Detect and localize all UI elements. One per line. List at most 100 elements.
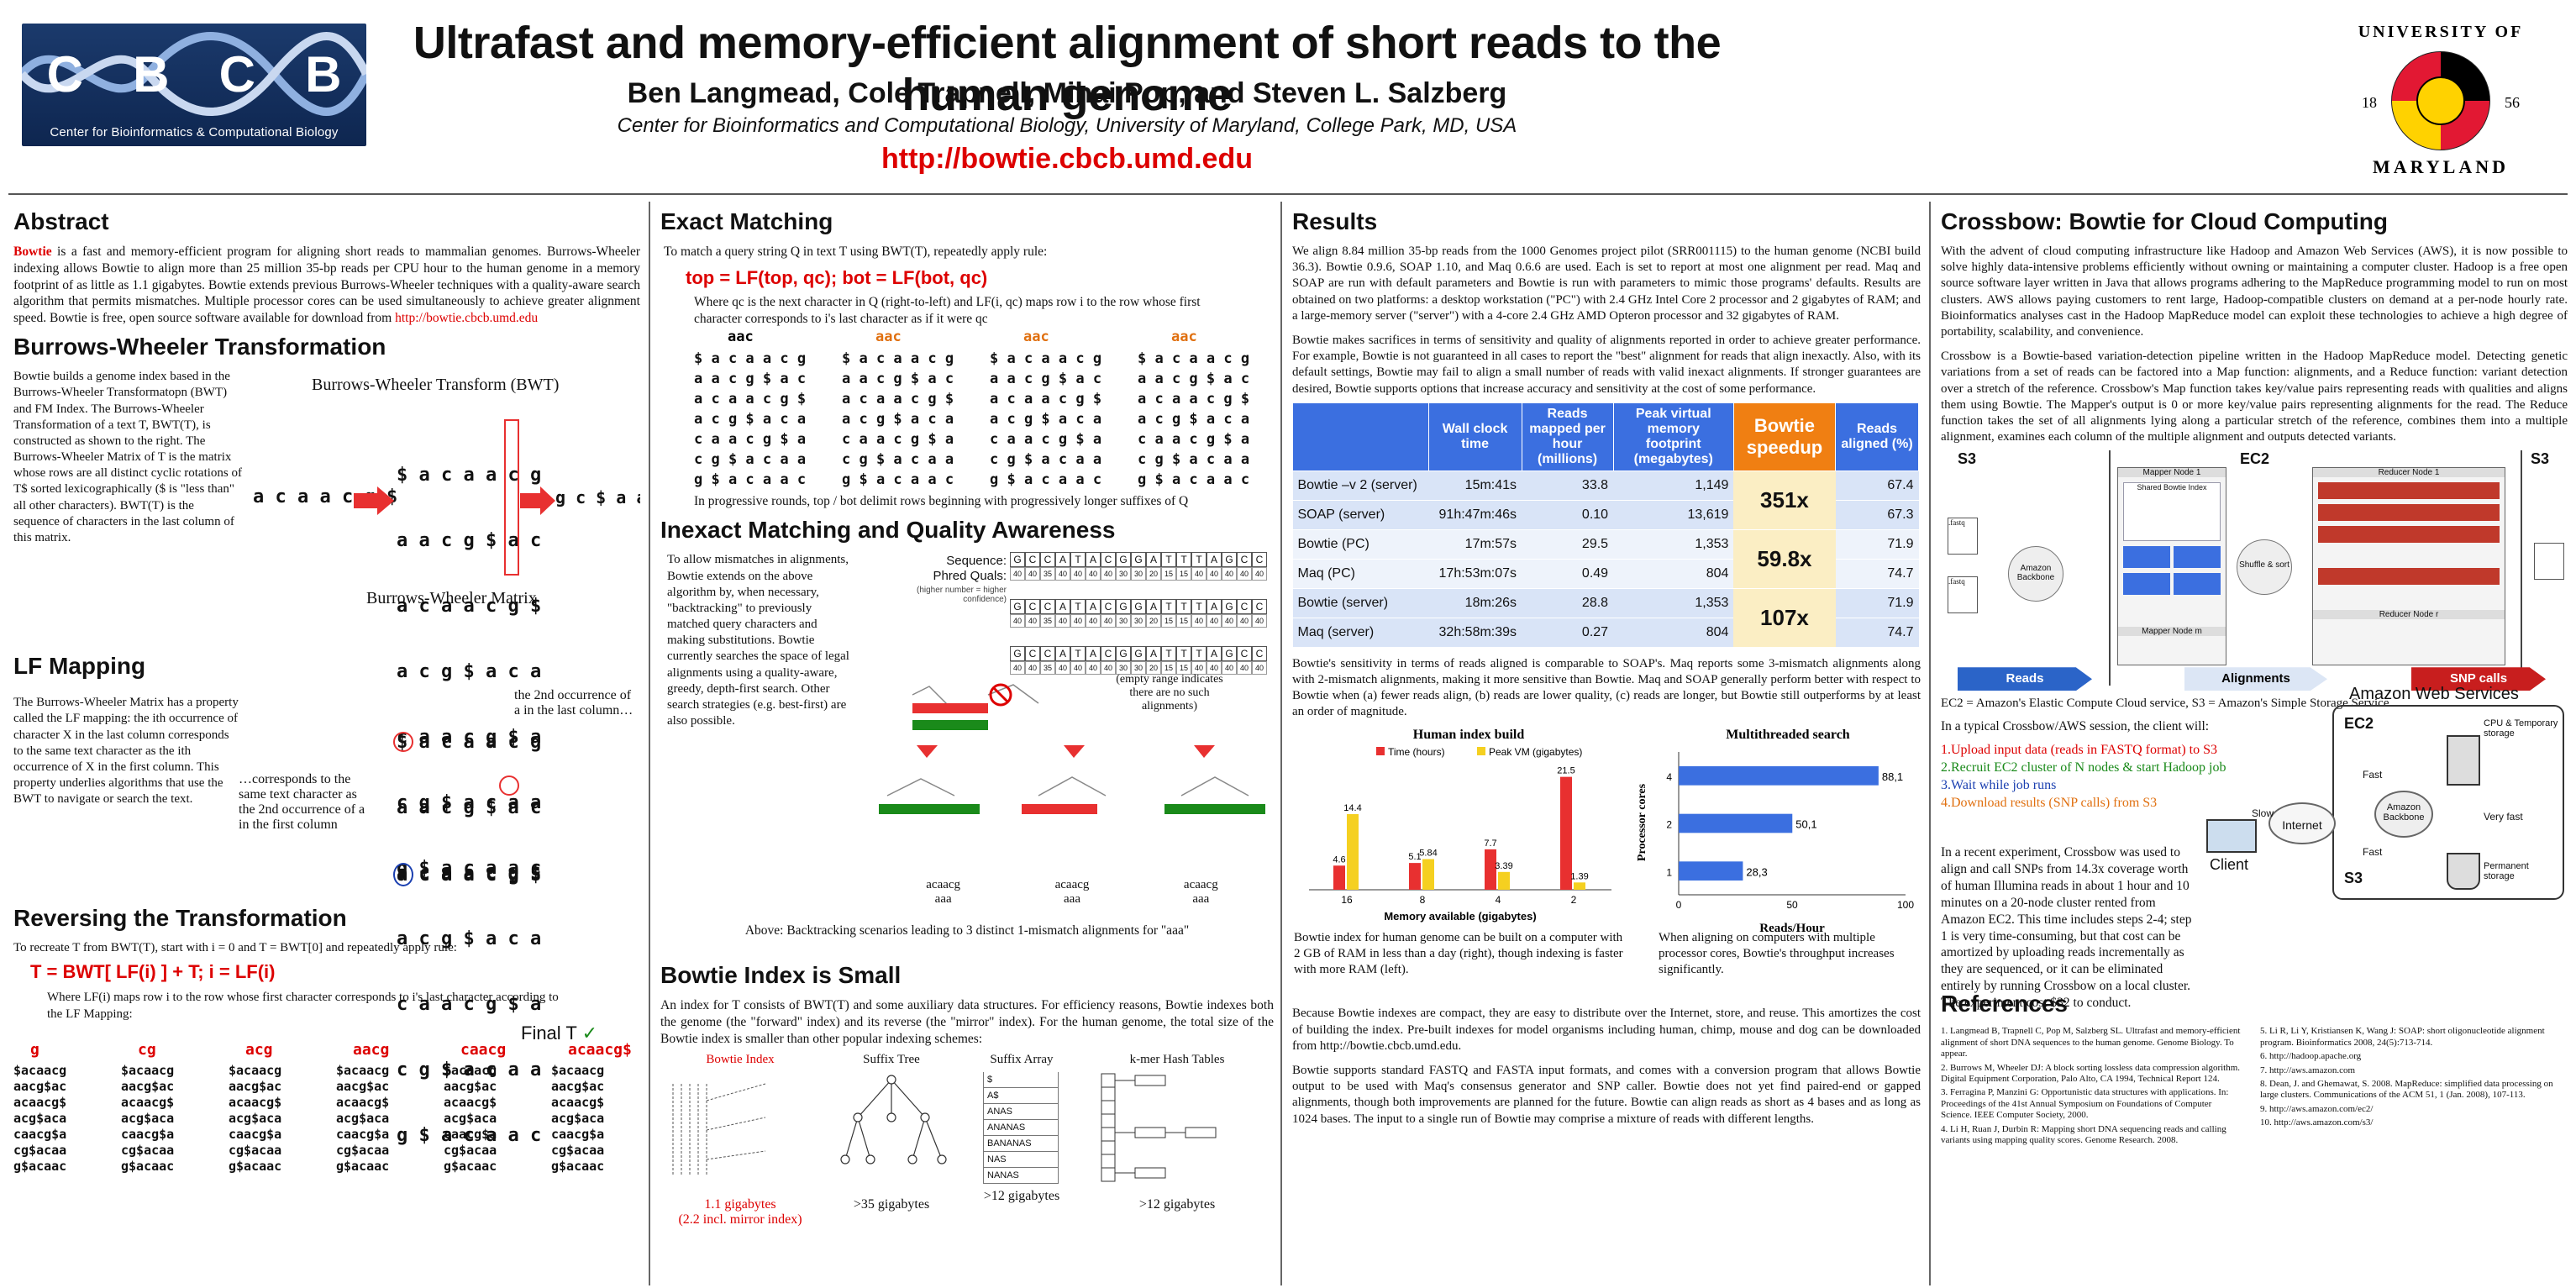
structure-name: k-mer Hash Tables [1129, 1052, 1225, 1066]
table-cell: 28.8 [1522, 588, 1614, 618]
fastq-file-icon: .fastq [1948, 576, 1978, 614]
quality-cell: 40 [1101, 614, 1116, 628]
sequence-cell: G [1116, 552, 1131, 568]
fm-index-diagram [672, 1083, 766, 1176]
poster-url-link[interactable]: http://bowtie.cbcb.umd.edu [881, 143, 1253, 175]
first-col-circle [393, 732, 413, 753]
internet-cloud-icon[interactable]: Internet [2268, 802, 2336, 845]
quality-cell: 30 [1131, 567, 1146, 581]
bar [1560, 777, 1572, 891]
table-cell: 32h:58m:39s [1428, 618, 1522, 648]
inexact-text: To allow mismatches in alignments, Bowti… [667, 553, 849, 728]
results-p7: Bowtie supports standard FASTQ and FASTA… [1292, 1064, 1921, 1126]
reverse-row: g$acaac [121, 1158, 175, 1174]
reverse-row: aacg$ac [551, 1078, 605, 1094]
exact-row: c a a c g $ a [842, 431, 954, 449]
poster-authors: Ben Langmead, Cole Trapnell, Mihai Pop, … [627, 77, 1507, 109]
lf-text: The Burrows-Wheeler Matrix has a propert… [13, 696, 239, 807]
legend-swatch [1376, 747, 1385, 756]
s3-bucket-icon [2447, 853, 2480, 891]
sequence-cell: A [1055, 599, 1070, 615]
exact-query-label: aac [875, 329, 902, 346]
shared-label: Shared Bowtie Index [2137, 483, 2207, 492]
mapper-label: Mapper Node m [2118, 627, 2226, 637]
reverse-row: $acaacg [444, 1062, 497, 1078]
reverse-row: g$acaac [336, 1158, 390, 1174]
exact-where: Where qc is the next character in Q (rig… [694, 294, 1201, 326]
suffix-tree-diagram [840, 1075, 947, 1164]
reducer-label: Reducer Node 1 [2313, 468, 2505, 478]
suffix-array-entry: ANANAS [983, 1119, 1059, 1136]
table-cell: 67.3 [1835, 500, 1919, 530]
outcome-query: aaa [934, 892, 952, 907]
reverse-row: $acaacg [121, 1062, 175, 1078]
sequence-cell: A [1055, 646, 1070, 662]
reverse-step-label: acaacg$ [568, 1040, 632, 1059]
bowtie-process [2174, 573, 2221, 596]
client-label: Client [2210, 856, 2249, 874]
reverse-row: cg$acaa [444, 1142, 497, 1158]
bar-value-label: 21.5 [1557, 766, 1575, 776]
sequence-cell: T [1070, 552, 1086, 568]
reverse-row: cg$acaa [551, 1142, 605, 1158]
quality-cell: 20 [1146, 614, 1161, 628]
suffix-array-entry: NAS [983, 1151, 1059, 1168]
backbone-node: Amazon Backbone [2008, 546, 2063, 602]
abstract-body: is a fast and memory-efficient program f… [13, 244, 640, 326]
index-text: An index for T consists of BWT(T) and so… [660, 998, 1274, 1046]
perm-storage-label: Permanent storage [2484, 861, 2529, 882]
table-header-row: Wall clock time Reads mapped per hour (m… [1292, 402, 1919, 471]
sequence-cell: T [1176, 552, 1191, 568]
table-cell: Bowtie –v 2 (server) [1292, 471, 1429, 501]
lf-note-right: the 2nd occurrence of a in the last colu… [514, 688, 633, 718]
reverse-row: acg$aca [121, 1110, 175, 1126]
table-cell: 13,619 [1613, 500, 1734, 530]
lf-note-left: …corresponds to the same text character … [239, 772, 365, 833]
exact-row: a c g $ a c a [694, 411, 807, 428]
sequence-cell: G [1010, 646, 1025, 662]
sequence-cell: C [1025, 552, 1040, 568]
sequence-cell: G [1131, 599, 1146, 615]
fast-link-label: Fast [2363, 846, 2383, 859]
structure-size: 1.1 gigabytes [704, 1196, 776, 1212]
reverse-row: acg$aca [229, 1110, 282, 1126]
quality-cell: 30 [1131, 614, 1146, 628]
table-cell: 18m:26s [1428, 588, 1522, 618]
exact-text: To match a query string Q in text T usin… [664, 244, 1048, 259]
bar-value-label: 4.6 [1333, 855, 1345, 865]
sequence-cell: T [1176, 599, 1191, 615]
reverse-row: caacg$a [13, 1126, 67, 1142]
table-cell: 67.4 [1835, 471, 1919, 501]
quality-cell: 40 [1222, 661, 1237, 676]
abstract-link[interactable]: http://bowtie.cbcb.umd.edu [395, 311, 539, 326]
suffix-array-entry: A$ [983, 1087, 1059, 1104]
lf-section: The Burrows-Wheeler Matrix has a propert… [13, 688, 640, 1146]
quality-cell: 15 [1176, 567, 1191, 581]
alignments-arrow: Alignments [2184, 667, 2327, 691]
quality-cell: 40 [1070, 661, 1086, 676]
table-cell: 17m:57s [1428, 529, 1522, 560]
table-header: Reads mapped per hour (millions) [1521, 402, 1614, 471]
last-col-circle [499, 775, 519, 796]
slow-link-label: Slow [2252, 807, 2274, 820]
x-tick-label: 2 [1571, 894, 1577, 906]
sequence-cell: T [1161, 599, 1176, 615]
quality-cell: 40 [1237, 661, 1252, 676]
table-cell: 1,353 [1613, 529, 1734, 560]
sequence-cell: A [1086, 646, 1101, 662]
qual-label: Phred Quals: [933, 569, 1007, 584]
aws-session: In a typical Crossbow/AWS session, the c… [1941, 685, 2568, 1010]
sam-process [2318, 482, 2500, 500]
bar-value-label: 14.4 [1343, 803, 1361, 813]
sequence-cell: G [1010, 599, 1025, 615]
reverse-row: caacg$a [121, 1126, 175, 1142]
x-tick-label: 16 [1341, 894, 1353, 906]
